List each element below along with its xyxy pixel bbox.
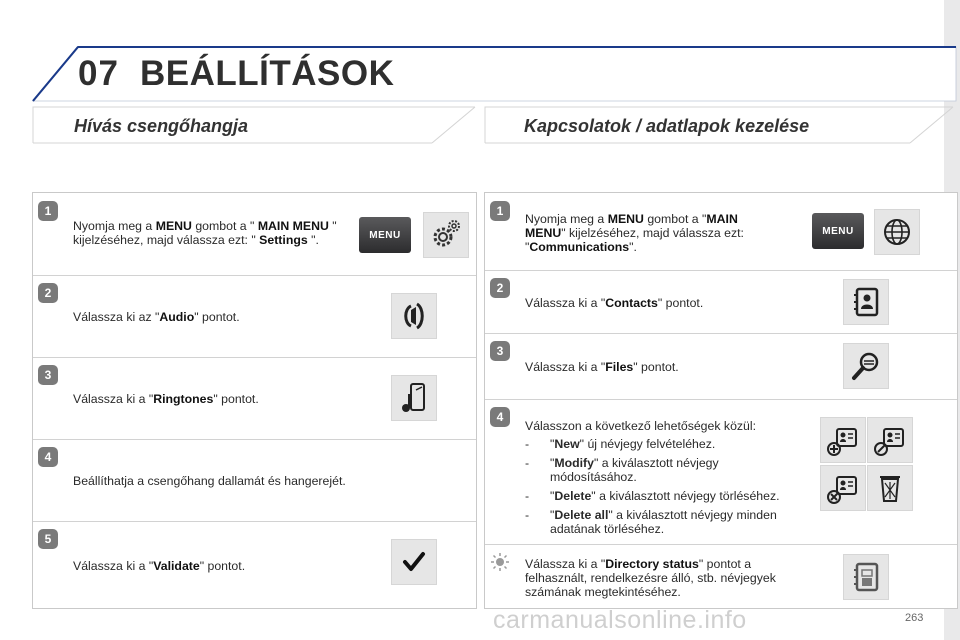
communications-icon-box bbox=[874, 209, 920, 255]
right-step-2: 2 Válassza ki a "Contacts" pontot. bbox=[485, 270, 957, 334]
option-delete: -"Delete" a kiválasztott névjegy törlésé… bbox=[525, 489, 780, 503]
ringtone-icon bbox=[402, 383, 425, 412]
gear-icon bbox=[433, 220, 460, 247]
page-title: BEÁLLÍTÁSOK bbox=[140, 54, 395, 93]
right-section-title: Kapcsolatok / adatlapok kezelése bbox=[524, 116, 810, 136]
left-header-frame bbox=[32, 106, 476, 144]
step-badge: 2 bbox=[490, 278, 510, 298]
step-badge: 1 bbox=[38, 201, 58, 221]
tip-text: Válassza ki a "Directory status" pontot … bbox=[525, 557, 776, 599]
right-step-4: 4 Válasszon a következő lehetőségek közü… bbox=[485, 399, 957, 545]
step-text: Válassza ki a "Validate" pontot. bbox=[73, 559, 246, 573]
left-step-2: 2 Válassza ki az "Audio" pontot. bbox=[33, 275, 476, 358]
step-text: Válassza ki a "Ringtones" pontot. bbox=[73, 392, 259, 406]
right-header-frame bbox=[484, 106, 954, 144]
audio-icon bbox=[404, 302, 424, 330]
step-text: Válassza ki a "Files" pontot. bbox=[525, 360, 679, 374]
step-text: Nyomja meg a MENU gombot a " MAIN MENU "… bbox=[73, 219, 337, 247]
modify-contact-icon-box bbox=[867, 417, 913, 463]
option-modify: -"Modify" a kiválasztott névjegy módosít… bbox=[525, 456, 719, 484]
new-contact-icon bbox=[827, 428, 857, 456]
files-icon bbox=[852, 352, 879, 380]
menu-button: MENU bbox=[812, 213, 864, 249]
modify-contact-icon bbox=[874, 428, 904, 456]
validate-icon-box bbox=[391, 539, 437, 585]
left-step-1: 1 Nyomja meg a MENU gombot a " MAIN MENU… bbox=[33, 193, 476, 276]
tip-icon bbox=[491, 553, 509, 571]
left-section-title: Hívás csengőhangja bbox=[74, 116, 249, 136]
left-step-4: 4 Beállíthatja a csengőhang dallamát és … bbox=[33, 439, 476, 522]
options-list: -"New" új névjegy felvételéhez. -"Modify… bbox=[525, 437, 795, 541]
left-section-header: Hívás csengőhangja bbox=[32, 106, 476, 144]
globe-icon bbox=[884, 219, 910, 245]
step-badge: 5 bbox=[38, 529, 58, 549]
step-badge: 2 bbox=[38, 283, 58, 303]
check-icon bbox=[403, 552, 425, 571]
directory-status-icon bbox=[854, 562, 879, 592]
right-step-1: 1 Nyomja meg a MENU gombot a "MAIN MENU"… bbox=[485, 193, 957, 271]
page-number: 263 bbox=[905, 612, 924, 624]
step-text: Nyomja meg a MENU gombot a "MAIN MENU" k… bbox=[525, 212, 744, 254]
step-intro: Válasszon a következő lehetőségek közül: bbox=[525, 419, 757, 433]
new-contact-icon-box bbox=[820, 417, 866, 463]
files-icon-box bbox=[843, 343, 889, 389]
step-badge: 1 bbox=[490, 201, 510, 221]
contacts-icon-box bbox=[843, 279, 889, 325]
ringtones-icon-box bbox=[391, 375, 437, 421]
step-badge: 4 bbox=[38, 447, 58, 467]
step-badge: 3 bbox=[38, 365, 58, 385]
settings-icon-box bbox=[423, 212, 469, 258]
option-delete-all: -"Delete all" a kiválasztott névjegy min… bbox=[525, 508, 777, 536]
option-new: -"New" új névjegy felvételéhez. bbox=[525, 437, 716, 451]
right-steps-panel: 1 Nyomja meg a MENU gombot a "MAIN MENU"… bbox=[484, 192, 958, 609]
right-section-header: Kapcsolatok / adatlapok kezelése bbox=[484, 106, 954, 144]
delete-contact-icon bbox=[827, 476, 857, 504]
delete-all-icon-box bbox=[867, 465, 913, 511]
delete-contact-icon-box bbox=[820, 465, 866, 511]
delete-all-icon bbox=[880, 476, 900, 502]
step-text: Válassza ki az "Audio" pontot. bbox=[73, 310, 240, 324]
left-step-5: 5 Válassza ki a "Validate" pontot. bbox=[33, 521, 476, 607]
step-badge: 4 bbox=[490, 407, 510, 427]
contacts-icon bbox=[854, 287, 879, 317]
step-badge: 3 bbox=[490, 341, 510, 361]
step-text: Válassza ki a "Contacts" pontot. bbox=[525, 296, 704, 310]
audio-icon-box bbox=[391, 293, 437, 339]
right-step-3: 3 Válassza ki a "Files" pontot. bbox=[485, 333, 957, 400]
chapter-number: 07 bbox=[78, 54, 119, 93]
left-step-3: 3 Válassza ki a "Ringtones" pontot. bbox=[33, 357, 476, 440]
menu-button: MENU bbox=[359, 217, 411, 253]
title-frame bbox=[32, 46, 957, 102]
step-text: Beállíthatja a csengőhang dallamát és ha… bbox=[73, 474, 346, 488]
left-steps-panel: 1 Nyomja meg a MENU gombot a " MAIN MENU… bbox=[32, 192, 477, 609]
right-tip: Válassza ki a "Directory status" pontot … bbox=[485, 544, 957, 607]
directory-status-icon-box bbox=[843, 554, 889, 600]
watermark: carmanualsonline.info bbox=[493, 606, 747, 634]
